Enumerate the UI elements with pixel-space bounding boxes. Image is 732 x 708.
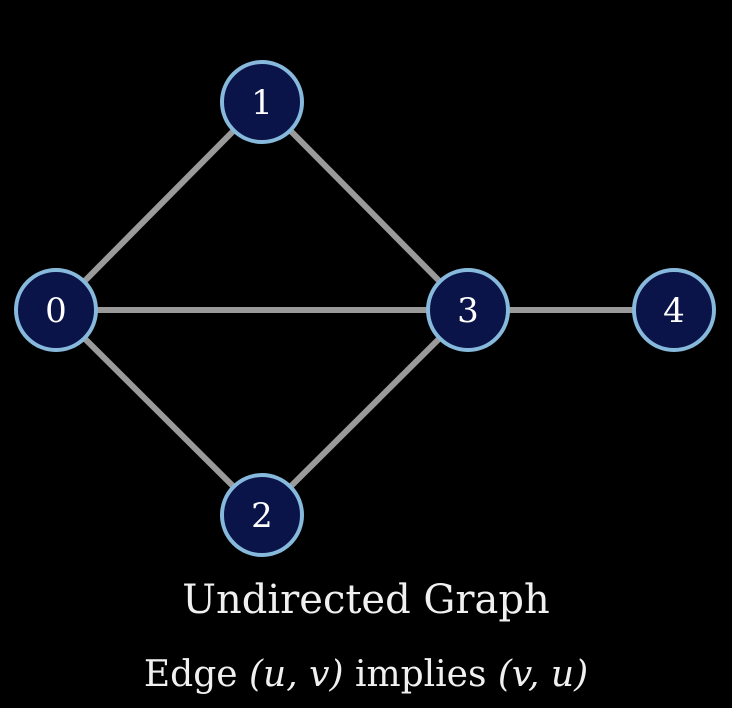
node-4: 4 <box>632 268 716 352</box>
node-label: 3 <box>457 291 479 331</box>
graph-nodes: 0 1 2 3 4 <box>14 60 716 557</box>
edge-0-2 <box>53 307 265 518</box>
node-label: 1 <box>251 83 273 123</box>
node-label: 4 <box>663 291 685 331</box>
node-2: 2 <box>220 473 304 557</box>
subtitle-prefix: Edge <box>143 654 249 695</box>
node-circle <box>220 60 304 144</box>
graph-edges <box>53 99 677 518</box>
node-circle <box>14 268 98 352</box>
node-circle <box>220 473 304 557</box>
node-3: 3 <box>426 268 510 352</box>
node-circle <box>632 268 716 352</box>
edge-uv-notation: (u, v) <box>249 654 344 695</box>
node-circle <box>426 268 510 352</box>
node-label: 0 <box>45 291 67 331</box>
edge-0-1 <box>53 99 265 313</box>
diagram-title: Undirected Graph <box>182 577 550 623</box>
edge-2-3 <box>259 307 471 518</box>
diagram-subtitle: Edge (u, v) implies (v, u) <box>0 650 732 700</box>
node-label: 2 <box>251 496 273 536</box>
node-0: 0 <box>14 268 98 352</box>
subtitle-middle: implies <box>343 654 498 695</box>
edge-vu-notation: (v, u) <box>497 654 589 695</box>
edge-1-3 <box>259 99 471 313</box>
node-1: 1 <box>220 60 304 144</box>
